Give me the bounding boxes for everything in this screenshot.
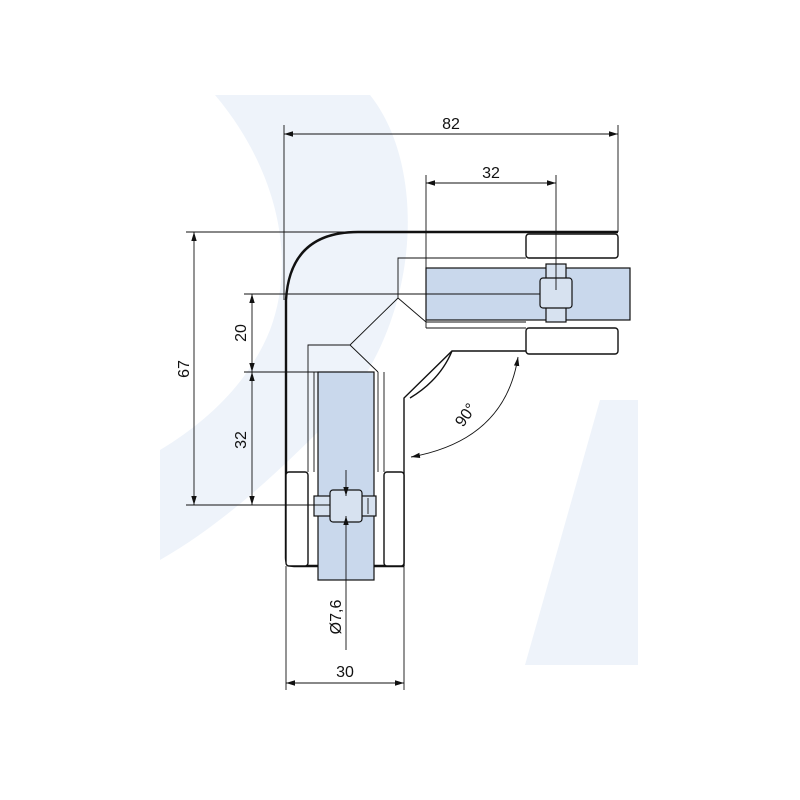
- dim-glass-depth-side-label: 32: [233, 431, 250, 449]
- dim-hole-diameter-label: Ø7,6: [328, 600, 345, 635]
- watermark: [160, 95, 638, 665]
- top-clamp-pads: [525, 233, 619, 355]
- dim-total-width-label: 82: [442, 116, 460, 133]
- dim-bolt-offset-label: 20: [233, 324, 250, 342]
- bolt-side: [313, 489, 377, 523]
- bolt-top: [539, 263, 573, 323]
- dim-total-height-label: 67: [176, 360, 193, 378]
- dim-angle-label: 90°: [452, 401, 480, 431]
- dim-glass-depth-top-label: 32: [482, 165, 500, 182]
- dim-thickness-label: 30: [336, 664, 354, 681]
- side-clamp-pads: [285, 471, 405, 567]
- dimension-lines: [186, 125, 619, 690]
